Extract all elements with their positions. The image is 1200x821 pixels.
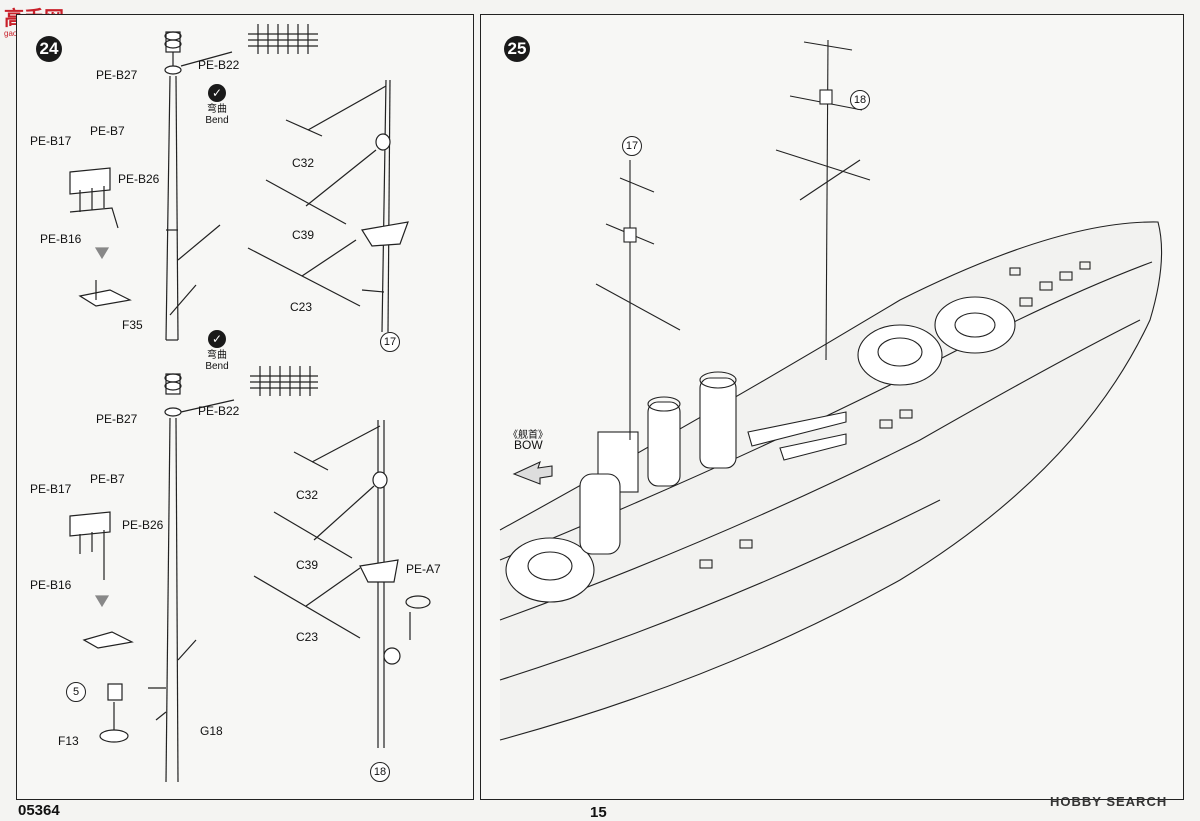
- step-25-number: 25: [504, 36, 530, 62]
- hobby-search-mark: HOBBY SEARCH: [1050, 794, 1168, 809]
- bend-label-lower: 弯曲 Bend: [200, 350, 234, 372]
- label-c32-upper: C32: [292, 156, 315, 170]
- bend-en-lower: Bend: [205, 361, 229, 372]
- product-code: 05364: [18, 802, 60, 819]
- label-pe-b7-lower: PE-B7: [90, 472, 125, 486]
- label-pe-b16-lower: PE-B16: [30, 578, 72, 592]
- label-pe-b27-lower: PE-B27: [96, 412, 138, 426]
- bend-cn-upper: 弯曲: [207, 104, 227, 115]
- label-c23-upper: C23: [290, 300, 313, 314]
- step-24-number: 24: [36, 36, 62, 62]
- label-pe-b27-upper: PE-B27: [96, 68, 138, 82]
- label-pe-b16-upper: PE-B16: [40, 232, 82, 246]
- label-pe-a7: PE-A7: [406, 562, 441, 576]
- label-pe-b22-lower: PE-B22: [198, 404, 240, 418]
- label-c23-lower: C23: [296, 630, 319, 644]
- label-f35: F35: [122, 318, 143, 332]
- label-pe-b7-upper: PE-B7: [90, 124, 125, 138]
- callout-18-left: 18: [370, 762, 390, 782]
- label-pe-b22-upper: PE-B22: [198, 58, 240, 72]
- label-c39-upper: C39: [292, 228, 315, 242]
- label-pe-b26-lower: PE-B26: [122, 518, 164, 532]
- label-g18: G18: [200, 724, 223, 738]
- callout-17-ship: 17: [622, 136, 642, 156]
- bend-cn-lower: 弯曲: [207, 350, 227, 361]
- callout-17-left: 17: [380, 332, 400, 352]
- callout-5: 5: [66, 682, 86, 702]
- label-c32-lower: C32: [296, 488, 319, 502]
- bend-en-upper: Bend: [205, 115, 229, 126]
- label-f13: F13: [58, 734, 79, 748]
- label-pe-b26-upper: PE-B26: [118, 172, 160, 186]
- bow-cn-label: 《舰首》: [508, 430, 548, 441]
- label-c39-lower: C39: [296, 558, 319, 572]
- bend-label-upper: 弯曲 Bend: [200, 104, 234, 126]
- bow-en-label: BOW: [514, 438, 543, 452]
- bend-check-icon-upper: ✓: [208, 84, 226, 102]
- label-pe-b17-lower: PE-B17: [30, 482, 72, 496]
- step-24-panel: [16, 14, 474, 800]
- page-number: 15: [590, 804, 607, 821]
- label-pe-b17-upper: PE-B17: [30, 134, 72, 148]
- callout-18-ship: 18: [850, 90, 870, 110]
- bend-check-icon-lower: ✓: [208, 330, 226, 348]
